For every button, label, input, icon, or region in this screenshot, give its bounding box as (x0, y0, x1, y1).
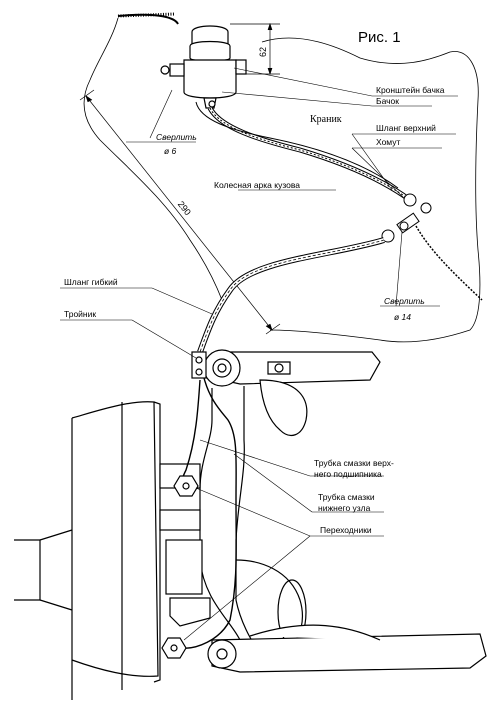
valve-drain-line (415, 225, 483, 301)
adapter-fittings (161, 475, 199, 659)
label-upper-bearing-tube-1: Трубка смазки верх- (314, 458, 394, 468)
reservoir (160, 25, 247, 109)
label-lower-joint-tube-1: Трубка смазки (318, 492, 375, 502)
label-upper-hose: Шланг верхний (376, 123, 436, 133)
label-valve: Краник (310, 114, 342, 125)
label-reservoir: Бачок (376, 96, 399, 106)
label-wheel-arch: Колесная арка кузова (214, 180, 300, 190)
label-reservoir-bracket: Кронштейн бачка (376, 85, 445, 95)
dimension-62 (230, 22, 280, 76)
dimension-62-label: 62 (258, 47, 268, 57)
dimension-290-label: 290 (176, 199, 193, 217)
drill-6-label: Сверлить (156, 132, 197, 142)
label-upper-bearing-tube-2: него подшипника (314, 469, 382, 479)
figure-title: Рис. 1 (358, 29, 401, 46)
label-clamp: Хомут (376, 137, 400, 147)
steering-knuckle (199, 379, 308, 657)
flexible-hose (197, 237, 385, 354)
leader-lines (60, 67, 458, 641)
upper-arm (203, 349, 381, 387)
body-panel-outline (83, 12, 481, 343)
drill-14-label: Сверлить (384, 296, 425, 306)
valve-assembly (381, 193, 432, 243)
label-adapters: Переходники (320, 525, 372, 535)
drill-6-value: ø 6 (164, 146, 177, 156)
label-lower-joint-tube-2: нижнего узла (318, 503, 371, 513)
tee-fitting (191, 351, 207, 379)
drill-14-value: ø 14 (394, 312, 411, 322)
dimension-290 (79, 89, 281, 335)
upper-hose (195, 101, 412, 203)
lower-arm (207, 624, 487, 673)
label-flexible-hose: Шланг гибкий (64, 277, 118, 287)
label-tee: Тройник (64, 309, 96, 319)
